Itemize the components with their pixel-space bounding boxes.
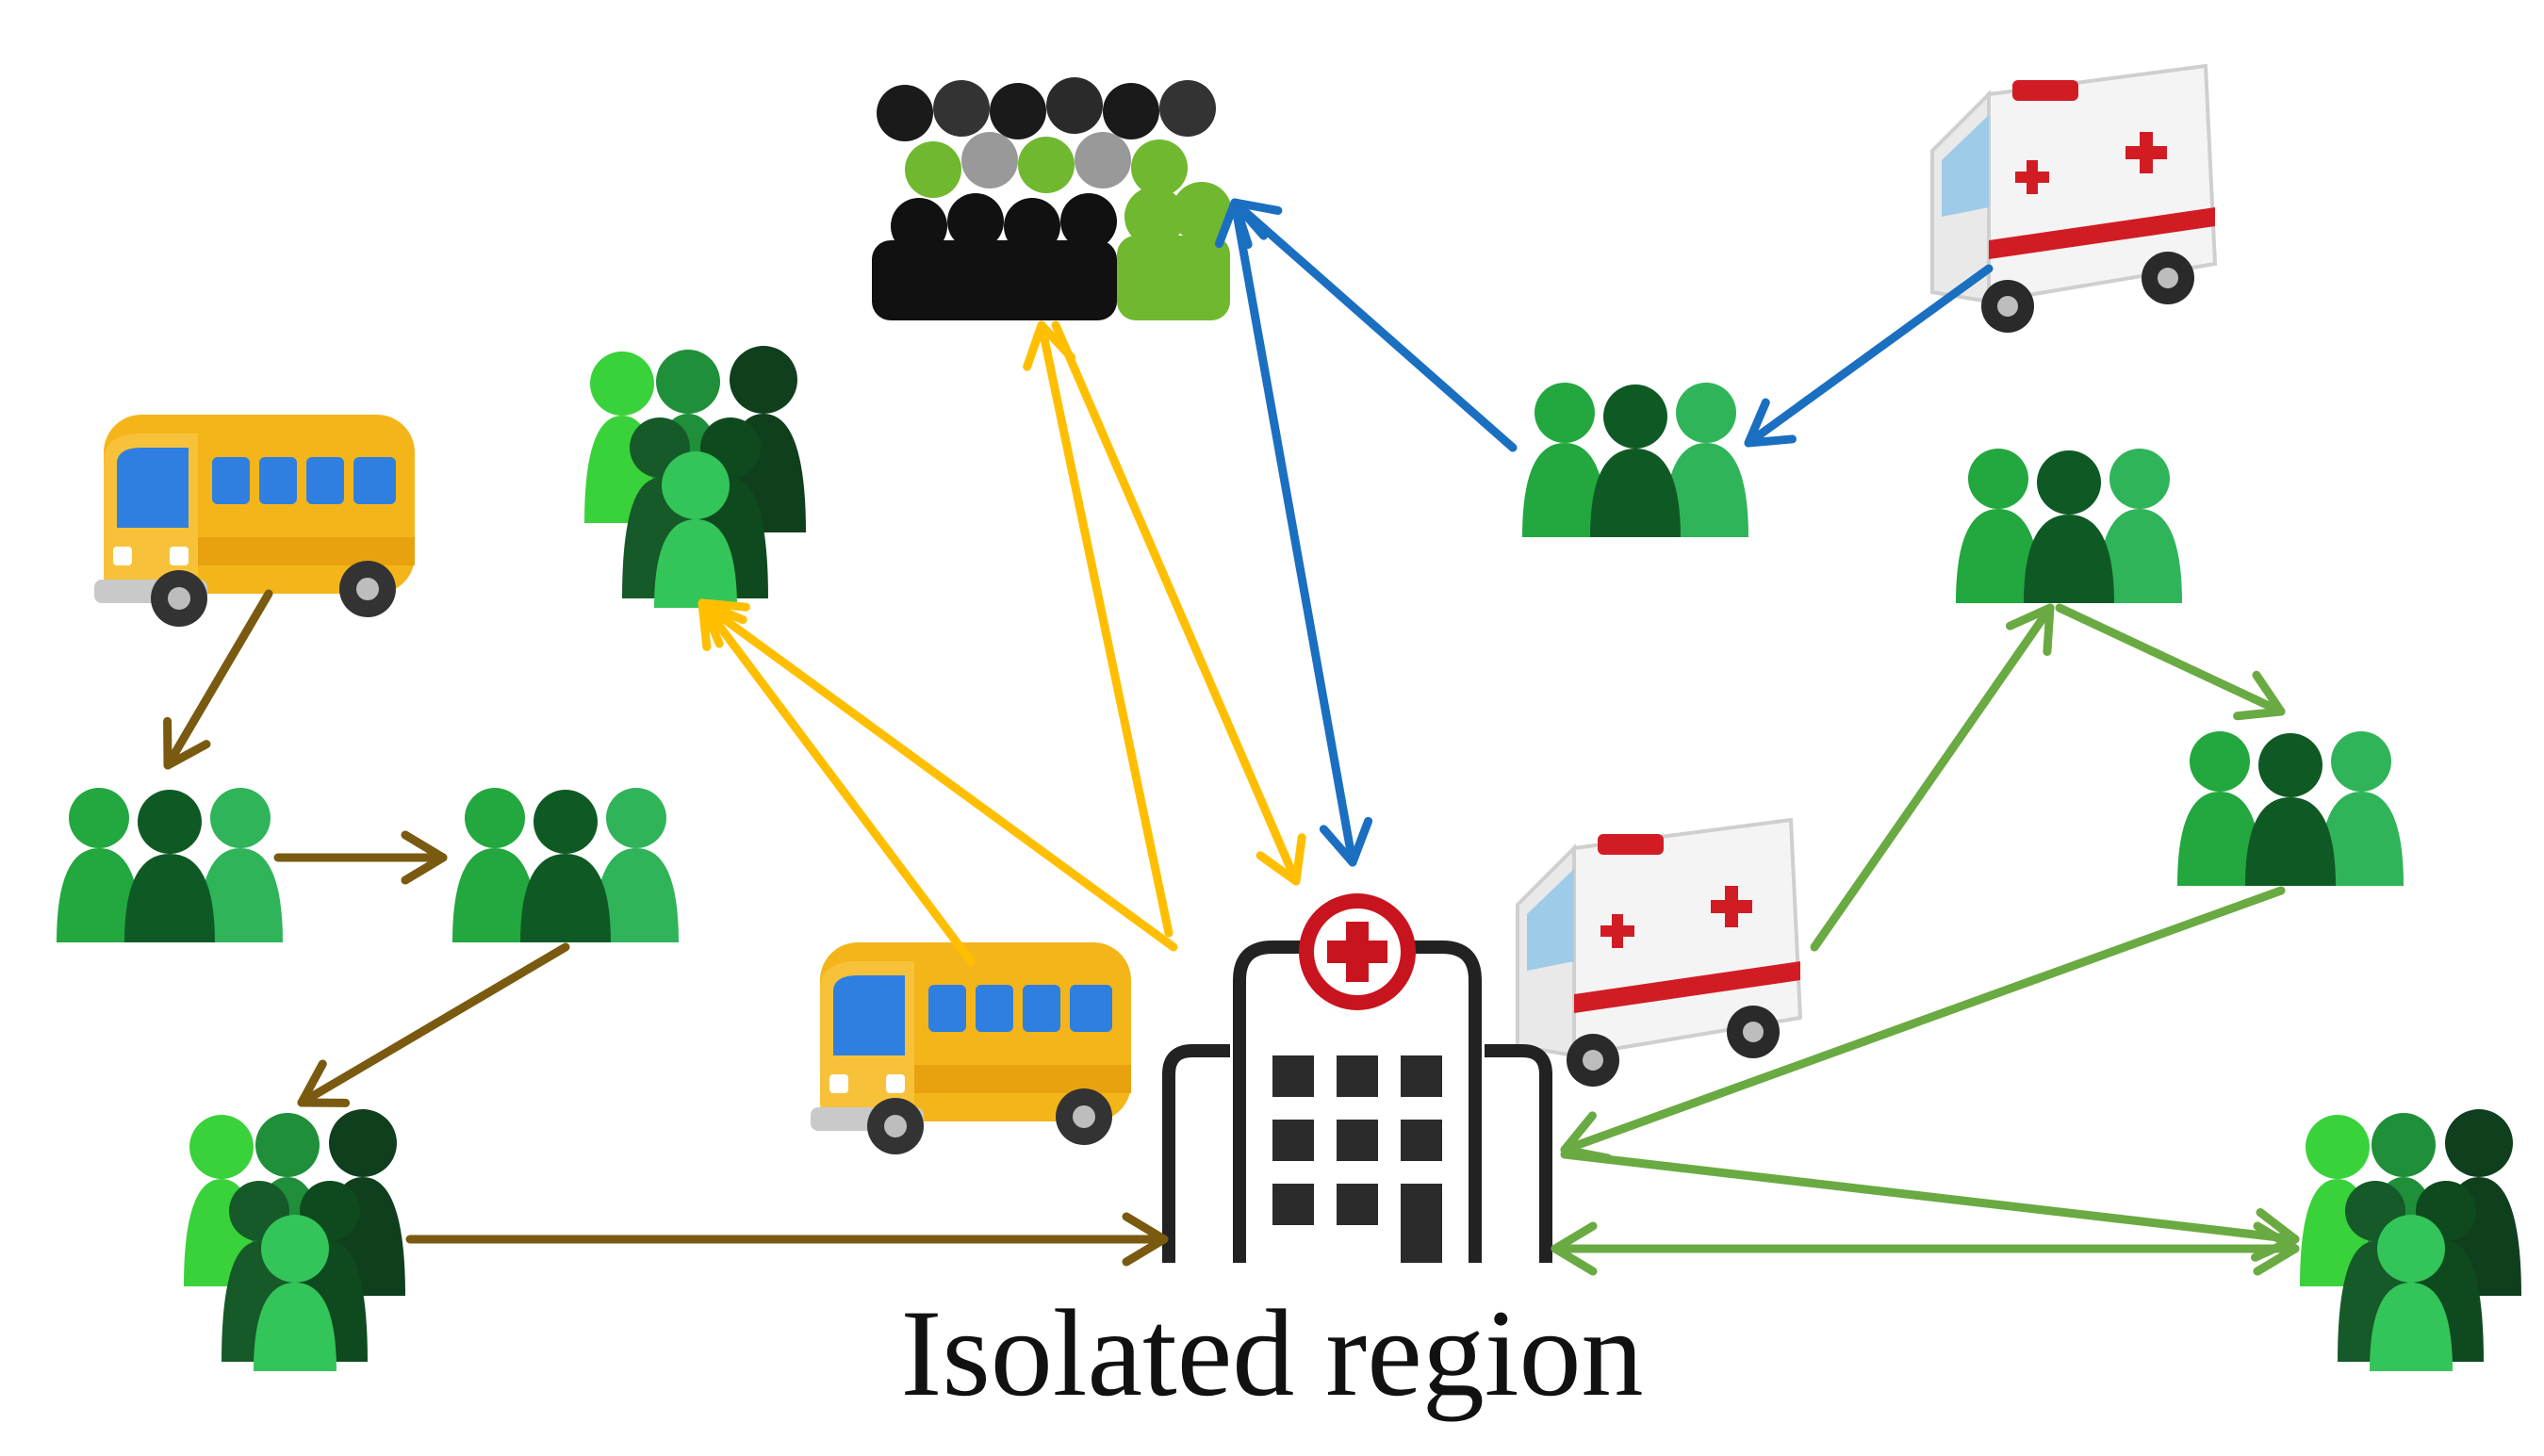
arrow-group-2-to-cluster [297, 942, 570, 1107]
people-group-icon-right-2 [2177, 731, 2404, 886]
arrow-bus-to-cluster-top [698, 598, 976, 966]
hospital-building-icon [1162, 893, 1552, 1263]
crowd-icon [872, 77, 1232, 320]
arrow-ambulance-to-group [1744, 264, 1994, 448]
arrow-hospital-to-cluster-top [698, 598, 1178, 952]
arrow-hospital-to-cluster-right [1560, 1150, 2300, 1262]
arrow-ambulance-to-group-r1 [1810, 603, 2055, 952]
arrow-group-to-crowd [1230, 198, 1518, 452]
route-arrows [163, 198, 2300, 1276]
school-bus-icon-left [94, 415, 415, 627]
arrow-hospital-cluster-right [1551, 1221, 2300, 1276]
arrow-cluster-to-hospital [405, 1212, 1169, 1267]
diagram-caption: Isolated region [900, 1284, 1644, 1422]
arrow-group-1-to-group-2 [273, 830, 448, 885]
school-bus-icon-center [811, 942, 1131, 1154]
arrow-bus-to-group-1 [163, 589, 273, 770]
people-group-icon-top-right [1522, 383, 1748, 537]
ambulance-icon-top [1930, 64, 2217, 335]
people-group-icon-left-1 [57, 788, 283, 942]
people-group-icon-left-2 [452, 788, 679, 942]
people-group-icon-right-1 [1956, 449, 2182, 603]
arrow-group-r1-to-group-r2 [2055, 603, 2286, 721]
arrow-crowd-to-hospital [1051, 320, 1306, 886]
people-group-icon-cluster-top [584, 346, 806, 608]
ambulance-icon-hospital [1516, 818, 1802, 1088]
